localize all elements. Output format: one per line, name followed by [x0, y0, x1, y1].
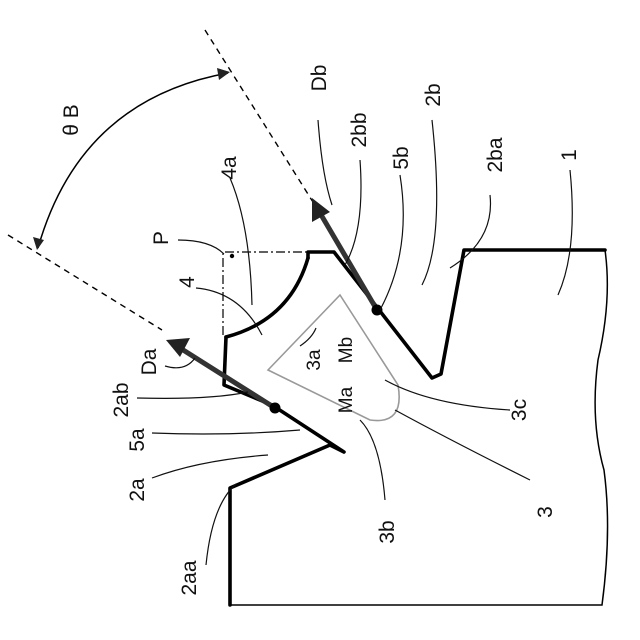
leader-5b [380, 175, 403, 310]
label-3c: 3c [508, 399, 531, 421]
leader-db [318, 120, 332, 205]
leader-2a [152, 455, 268, 478]
leader-3b [360, 420, 385, 500]
label-3b: 3b [376, 520, 399, 543]
leader-p [178, 240, 224, 254]
arrow-da [180, 348, 275, 408]
point-mb [372, 305, 383, 316]
label-p: P [150, 231, 173, 245]
leader-2b [422, 120, 437, 285]
label-2bb: 2bb [348, 112, 371, 147]
angle-arc-arrowhead-top [217, 68, 230, 80]
label-3: 3 [534, 506, 557, 518]
construction-line-p [223, 252, 312, 335]
reference-line-a [8, 235, 162, 330]
body-boundary [230, 250, 608, 605]
leader-3a [300, 328, 316, 346]
leader-2bb [345, 160, 361, 265]
label-ma: Ma [336, 386, 357, 413]
label-2b: 2b [422, 83, 445, 106]
reference-line-b [205, 30, 318, 210]
label-3a: 3a [304, 349, 325, 371]
label-2aa: 2aa [178, 560, 201, 595]
angle-arc [38, 73, 228, 248]
label-2ba: 2ba [484, 137, 507, 172]
label-da: Da [138, 348, 161, 375]
label-2a: 2a [126, 478, 149, 502]
label-4: 4 [176, 276, 199, 288]
point-ma [270, 403, 281, 414]
leader-2ab [137, 392, 248, 398]
label-2ab: 2ab [110, 382, 133, 417]
label-db: Db [308, 65, 331, 92]
label-5a: 5a [126, 428, 149, 452]
label-1: 1 [558, 149, 581, 161]
label-mb: Mb [336, 337, 357, 363]
arrow-db [320, 213, 377, 310]
leader-5a [152, 430, 300, 434]
leader-da [165, 358, 195, 368]
leader-2ba [450, 195, 491, 268]
recess-arc-4a [226, 258, 308, 337]
label-4a: 4a [218, 156, 241, 180]
label-theta-b: θ B [60, 104, 83, 136]
label-5b: 5b [390, 146, 413, 169]
leader-1 [558, 170, 572, 295]
leader-3c [385, 380, 510, 410]
leader-4a [230, 178, 252, 305]
point-p [230, 254, 234, 258]
